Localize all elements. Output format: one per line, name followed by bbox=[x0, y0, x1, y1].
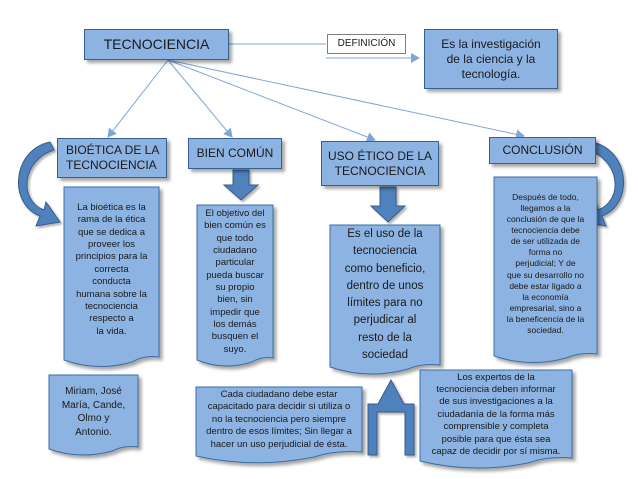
doc-shape-authors bbox=[48, 374, 139, 456]
definition-label-box: DEFINICIÓN bbox=[327, 34, 406, 54]
connector-lines bbox=[107, 43, 525, 142]
connector-to-bien-comun bbox=[167, 59, 233, 138]
heading-conclusion-box: CONCLUSIÓN bbox=[489, 137, 596, 164]
heading-bioetica-box: BIOÉTICA DE LA TECNOCIENCIA bbox=[57, 138, 167, 178]
heading-uso-etico: USO ÉTICO DE LA TECNOCIENCIA bbox=[327, 148, 433, 178]
body-bioetica: La bioética es la rama de la ética que s… bbox=[75, 202, 148, 337]
connector-to-uso-etico bbox=[167, 59, 376, 142]
heading-bien-comun-box: BIEN COMÚN bbox=[188, 138, 282, 169]
doc-shape-bioetica bbox=[63, 186, 160, 368]
connector-to-conclusion bbox=[167, 59, 525, 140]
down-arrow-bien-comun-icon bbox=[222, 169, 260, 201]
heading-bien-comun: BIEN COMÚN bbox=[196, 146, 274, 160]
body-bien-comun: El objetivo del bien común es que todo c… bbox=[204, 207, 266, 355]
doc-shape-conclusion bbox=[493, 176, 598, 364]
bracket-arrow-icon bbox=[367, 378, 415, 456]
main-title: TECNOCIENCIA bbox=[103, 35, 210, 52]
definition-text: Es la investigación de la ciencia y la t… bbox=[441, 36, 541, 81]
doc-shape-uso-etico bbox=[329, 224, 441, 375]
down-arrow-uso-etico-icon bbox=[369, 186, 407, 223]
body-uso-etico: Es el uso de la tecnociencia como benefi… bbox=[344, 228, 426, 361]
curved-arrow-right-icon bbox=[581, 141, 624, 227]
definition-text-box: Es la investigación de la ciencia y la t… bbox=[424, 29, 558, 89]
curved-arrow-left-icon bbox=[18, 141, 61, 227]
heading-uso-etico-box: USO ÉTICO DE LA TECNOCIENCIA bbox=[321, 141, 439, 186]
doc-shape-citizen bbox=[195, 386, 363, 464]
main-title-box: TECNOCIENCIA bbox=[84, 29, 229, 60]
connector-to-bioetica bbox=[107, 59, 169, 138]
definition-label: DEFINICIÓN bbox=[337, 37, 396, 49]
citizen-note: Cada ciudadano debe estar capacitado par… bbox=[206, 389, 352, 450]
doc-shape-experts bbox=[419, 369, 573, 469]
heading-conclusion: CONCLUSIÓN bbox=[502, 143, 583, 157]
body-conclusion: Después de todo, llegamos a la conclusió… bbox=[506, 192, 585, 335]
doc-shape-bien-comun bbox=[196, 204, 274, 367]
heading-bioetica: BIOÉTICA DE LA TECNOCIENCIA bbox=[66, 143, 160, 172]
authors-note: Miriam, José María, Cande, Olmo y Antoni… bbox=[61, 386, 126, 438]
experts-note: Los expertos de la tecnociencia deben in… bbox=[431, 371, 561, 457]
